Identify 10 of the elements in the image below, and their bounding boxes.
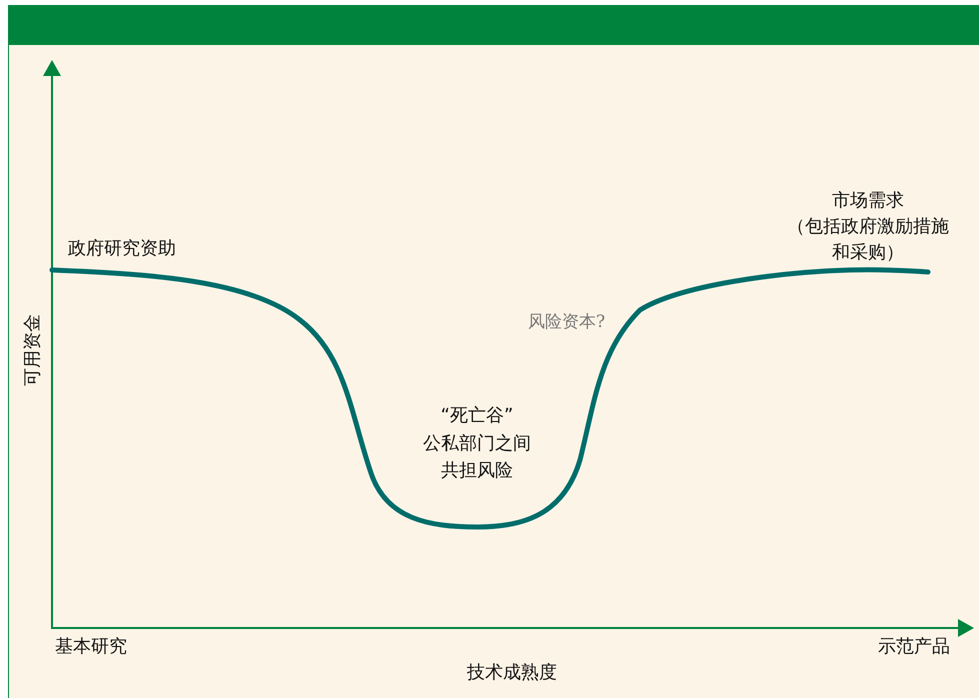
annotation-text: 公私部门之间共担风险 <box>422 432 532 483</box>
annotation-text: 风险资本? <box>528 311 606 334</box>
axis-label: 市场需求 <box>831 189 905 213</box>
axis-label: 基本研究 <box>55 635 128 659</box>
annotation-text: （包括政府激励措施和采购） <box>786 215 950 265</box>
axis-label: 可用资金 <box>21 314 44 386</box>
axis-label: 示范产品 <box>878 635 951 659</box>
annotation-text: “死亡谷” <box>440 404 514 428</box>
axis-label: 技术成熟度 <box>466 661 558 685</box>
annotation-text: 政府研究资助 <box>68 237 177 261</box>
